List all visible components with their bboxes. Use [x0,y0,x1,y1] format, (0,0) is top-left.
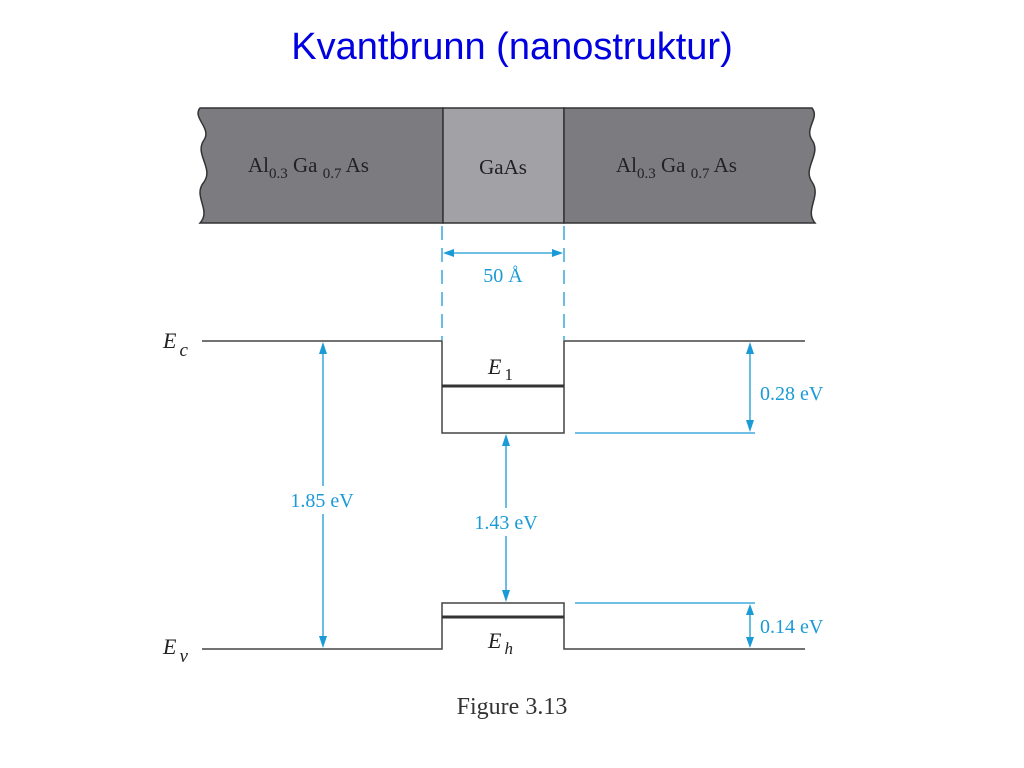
arrowhead-gap-well-bottom [502,590,510,602]
label-gap-well: 1.43 eV [474,512,538,534]
arrowhead-gap-well-top [502,434,510,446]
arrowhead-valence-offset-bottom [746,637,754,648]
layer-left-algaas [197,107,444,224]
conduction-band-edge [202,340,805,434]
width-label: 50 Å [483,265,523,287]
arrowhead-gap-barrier-top [319,342,327,354]
layer-center-label: GaAs [479,155,527,179]
arrowhead-valence-offset-top [746,604,754,615]
figure-caption: Figure 3.13 [456,694,568,720]
label-valence-offset: 0.14 eV [760,616,824,638]
valence-band-edge [202,602,805,650]
layer-center-gaas [442,107,565,224]
slide-title: Kvantbrunn (nanostruktur) [291,26,733,68]
width-arrowhead-right [552,249,563,257]
arrowhead-gap-barrier-bottom [319,636,327,648]
arrowhead-conduction-offset-bottom [746,420,754,432]
layer-right-algaas [563,107,817,224]
label-gap-barrier: 1.85 eV [290,490,354,512]
label-conduction-offset: 0.28 eV [760,383,824,405]
arrowhead-conduction-offset-top [746,342,754,354]
layer-left-label: Al0.3 Ga 0.7 As [248,153,369,182]
width-arrowhead-left [443,249,454,257]
layer-right-label: Al0.3 Ga 0.7 As [616,153,737,182]
